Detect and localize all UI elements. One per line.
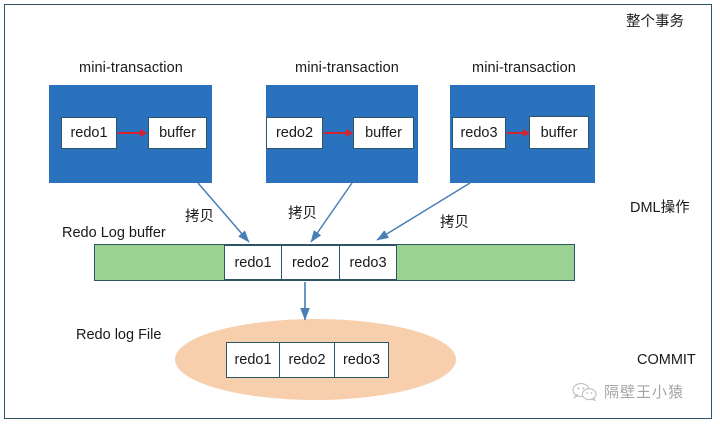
mt2-buffer-box: buffer <box>353 117 414 149</box>
mt2-red-arrow <box>324 129 353 137</box>
label-commit: COMMIT <box>637 352 696 368</box>
wechat-icon <box>572 382 597 401</box>
copy-label-1: 拷贝 <box>185 209 214 225</box>
label-dml-operation: DML操作 <box>630 200 690 216</box>
file-cell-redo2: redo2 <box>279 342 335 378</box>
buffer-cell-redo3: redo3 <box>339 245 397 280</box>
mt1-red-arrow <box>118 129 147 137</box>
file-cell-redo1: redo1 <box>226 342 280 378</box>
mt2-redo-box: redo2 <box>266 117 323 149</box>
mini-transaction-title-3: mini-transaction <box>472 60 576 76</box>
mini-transaction-title-2: mini-transaction <box>295 60 399 76</box>
redo-log-buffer-label: Redo Log buffer <box>62 225 166 241</box>
label-whole-transaction: 整个事务 <box>626 14 684 30</box>
copy-label-2: 拷贝 <box>288 206 317 222</box>
watermark-text: 隔壁王小猿 <box>604 384 685 401</box>
outer-frame <box>4 4 712 419</box>
mt3-buffer-box: buffer <box>529 116 589 149</box>
watermark: 隔壁王小猿 <box>572 381 684 402</box>
copy-label-3: 拷贝 <box>440 215 469 231</box>
mt1-buffer-box: buffer <box>148 117 207 149</box>
redo-log-file-label: Redo log File <box>76 327 162 343</box>
mt1-redo-box: redo1 <box>61 117 117 149</box>
buffer-cell-redo1: redo1 <box>224 245 282 280</box>
file-cell-redo3: redo3 <box>334 342 389 378</box>
mini-transaction-title-1: mini-transaction <box>79 60 183 76</box>
mt3-red-arrow <box>507 129 530 137</box>
mt3-redo-box: redo3 <box>452 117 506 149</box>
buffer-cell-redo2: redo2 <box>281 245 340 280</box>
